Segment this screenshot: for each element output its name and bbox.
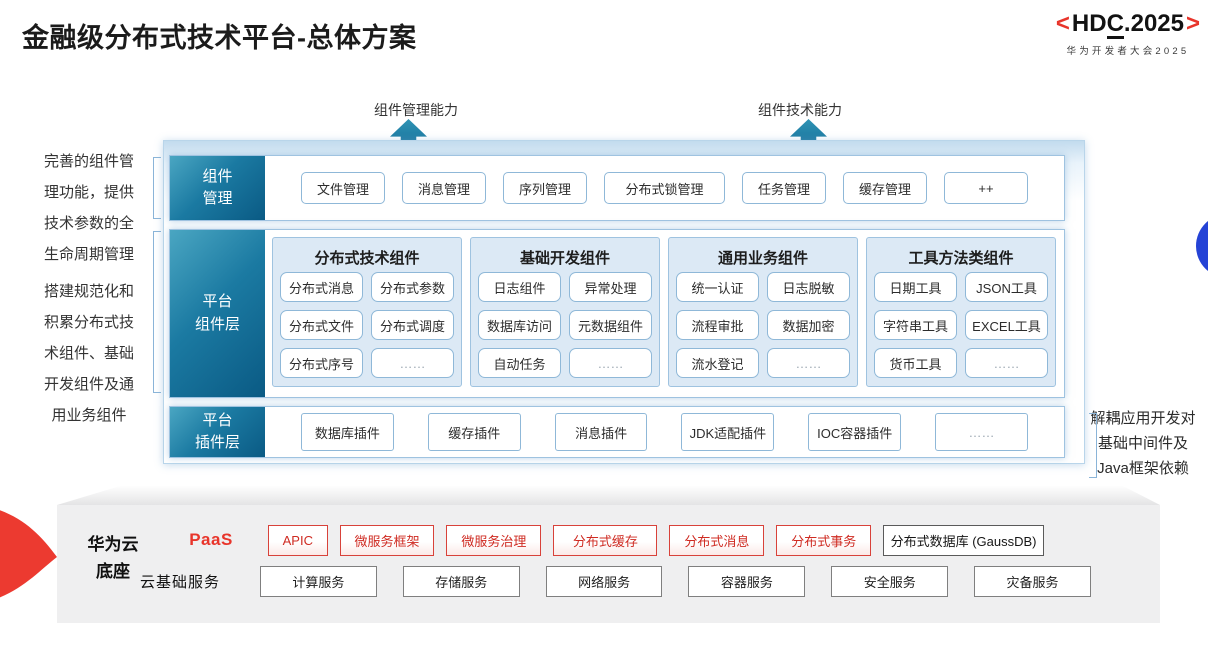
- component-cell: 货币工具: [874, 348, 957, 378]
- paas-service-box: 微服务治理: [446, 525, 542, 556]
- logo-year: .2025: [1123, 10, 1184, 37]
- component-cell: 日志脱敏: [767, 272, 850, 302]
- platform-panel: 组件 管理 文件管理消息管理序列管理分布式锁管理任务管理缓存管理 ++ 平台 组件…: [153, 140, 1097, 478]
- paas-service-box: 分布式事务: [776, 525, 872, 556]
- component-cell: ……: [965, 348, 1048, 378]
- row-label-component-layer: 平台 组件层: [170, 230, 265, 397]
- component-cell: 分布式调度: [371, 310, 454, 340]
- plugin-layer-row: 平台 插件层 数据库插件缓存插件消息插件 JDK适配插件 IOC容器插件 ……: [169, 406, 1065, 458]
- column-title: 分布式技术组件: [314, 249, 420, 267]
- component-cell: 日志组件: [478, 272, 561, 302]
- component-cell: 数据加密: [767, 310, 850, 340]
- column-title: 基础开发组件: [519, 249, 610, 267]
- column-items: 统一认证日志脱敏流程审批数据加密流水登记 ……: [676, 272, 850, 378]
- logo-open-angle-icon: <: [1055, 10, 1070, 37]
- hdc-logo-subtitle: 华为开发者大会2025: [1066, 45, 1190, 57]
- component-cell: JSON工具: [965, 272, 1048, 302]
- column-distributed-tech: 分布式技术组件 分布式消息分布式参数分布式文件分布式调度分布式序号 ……: [272, 237, 462, 387]
- column-items: 日志组件异常处理数据库访问元数据组件自动任务 ……: [478, 272, 652, 378]
- cloud-services-items: 计算服务存储服务网络服务容器服务安全服务灾备服务: [260, 566, 1091, 597]
- cloud-service-box: 网络服务: [545, 566, 663, 597]
- annotation-right: 解耦应用开发对 基础中间件及 Java框架依赖: [1090, 410, 1196, 477]
- plugin-chip: 消息插件: [554, 413, 648, 451]
- component-management-items: 文件管理消息管理序列管理分布式锁管理任务管理缓存管理 ++: [265, 156, 1064, 220]
- column-title: 通用业务组件: [717, 249, 808, 267]
- paas-service-box: 分布式消息: [669, 525, 765, 556]
- paas-service-box: 微服务框架: [339, 525, 435, 556]
- component-management-chip: 序列管理: [503, 172, 588, 204]
- component-management-chip: 缓存管理: [842, 172, 927, 204]
- column-items: 分布式消息分布式参数分布式文件分布式调度分布式序号 ……: [280, 272, 454, 378]
- component-cell: 分布式序号: [280, 348, 363, 378]
- logo-close-angle-icon: >: [1185, 10, 1200, 37]
- foundation-top-face: [57, 486, 1160, 505]
- cloud-service-box: 存储服务: [402, 566, 520, 597]
- plugin-chip: 数据库插件: [301, 413, 394, 451]
- plugin-layer-items: 数据库插件缓存插件消息插件 JDK适配插件 IOC容器插件 ……: [265, 407, 1064, 457]
- capability-label-management: 组件管理能力: [374, 102, 458, 118]
- component-management-chip: 分布式锁管理: [604, 172, 725, 204]
- component-cell: 流水登记: [676, 348, 759, 378]
- component-cell: 自动任务: [478, 348, 561, 378]
- plugin-chip: 缓存插件: [427, 413, 521, 451]
- component-cell: ……: [767, 348, 850, 378]
- row-label-component-management: 组件 管理: [170, 156, 265, 220]
- blue-circle-decoration: [1196, 214, 1208, 278]
- component-cell: 元数据组件: [569, 310, 652, 340]
- annotation-left-bottom: 搭建规范化和 积累分布式技 术组件、基础 开发组件及通 用业务组件: [43, 283, 134, 424]
- cloud-services-label: 云基础服务: [140, 574, 221, 591]
- paas-items: APIC 微服务框架微服务治理分布式缓存分布式消息分布式事务分布式数据库 (Gau…: [268, 525, 1044, 556]
- row-label-plugin-layer: 平台 插件层: [170, 407, 265, 457]
- component-cell: ……: [371, 348, 454, 378]
- component-layer-columns: 分布式技术组件 分布式消息分布式参数分布式文件分布式调度分布式序号 …… 基础开发…: [265, 230, 1064, 397]
- paas-service-box: 分布式缓存: [553, 525, 658, 556]
- component-management-chip: 文件管理: [301, 172, 386, 204]
- capability-label-technical: 组件技术能力: [758, 102, 842, 118]
- component-management-chip: 任务管理: [741, 172, 826, 204]
- component-cell: EXCEL工具: [965, 310, 1048, 340]
- component-cell: 分布式文件: [280, 310, 363, 340]
- hdc-logo-wordmark: < HD C .2025 >: [1054, 10, 1202, 39]
- component-cell: 分布式消息: [280, 272, 363, 302]
- red-arrow-icon: [0, 510, 57, 598]
- bracket-left-bottom: [153, 231, 161, 393]
- component-cell: 异常处理: [569, 272, 652, 302]
- hdc-logo: < HD C .2025 > 华为开发者大会2025: [1054, 10, 1202, 57]
- component-layer-row: 平台 组件层 分布式技术组件 分布式消息分布式参数分布式文件分布式调度分布式序号…: [169, 229, 1065, 398]
- component-cell: 分布式参数: [371, 272, 454, 302]
- plugin-chip: JDK适配插件: [681, 413, 775, 451]
- component-management-chip: 消息管理: [402, 172, 487, 204]
- component-cell: 数据库访问: [478, 310, 561, 340]
- bracket-left-top: [153, 157, 161, 219]
- foundation-panel: [57, 505, 1160, 623]
- component-cell: 流程审批: [676, 310, 759, 340]
- annotation-left-top: 完善的组件管 理功能，提供 技术参数的全 生命周期管理: [43, 153, 134, 263]
- plugin-chip: ……: [935, 413, 1028, 451]
- foundation-label: 华为云 底座: [87, 535, 139, 581]
- bracket-right: [1089, 413, 1097, 478]
- column-tool-methods: 工具方法类组件 日期工具 JSON工具字符串工具 EXCEL工具货币工具 ……: [866, 237, 1056, 387]
- paas-service-box: 分布式数据库 (GaussDB): [883, 525, 1044, 556]
- column-items: 日期工具 JSON工具字符串工具 EXCEL工具货币工具 ……: [874, 272, 1048, 378]
- logo-hd: HD: [1071, 10, 1107, 37]
- cloud-service-box: 计算服务: [260, 566, 377, 597]
- paas-service-box: APIC: [268, 525, 328, 556]
- component-management-chip: ++: [944, 172, 1029, 204]
- cloud-service-box: 安全服务: [831, 566, 949, 597]
- component-cell: 统一认证: [676, 272, 759, 302]
- component-cell: ……: [569, 348, 652, 378]
- component-cell: 字符串工具: [874, 310, 957, 340]
- column-common-business: 通用业务组件 统一认证日志脱敏流程审批数据加密流水登记 ……: [668, 237, 858, 387]
- column-title: 工具方法类组件: [908, 249, 1014, 267]
- page-title: 金融级分布式技术平台-总体方案: [22, 23, 417, 53]
- component-management-row: 组件 管理 文件管理消息管理序列管理分布式锁管理任务管理缓存管理 ++: [169, 155, 1065, 221]
- cloud-service-box: 灾备服务: [974, 566, 1091, 597]
- component-cell: 日期工具: [874, 272, 957, 302]
- paas-label: PaaS: [189, 530, 233, 549]
- logo-c-underlined: C: [1106, 10, 1124, 39]
- column-basic-dev: 基础开发组件 日志组件异常处理数据库访问元数据组件自动任务 ……: [470, 237, 660, 387]
- plugin-chip: IOC容器插件: [808, 413, 902, 451]
- cloud-service-box: 容器服务: [688, 566, 806, 597]
